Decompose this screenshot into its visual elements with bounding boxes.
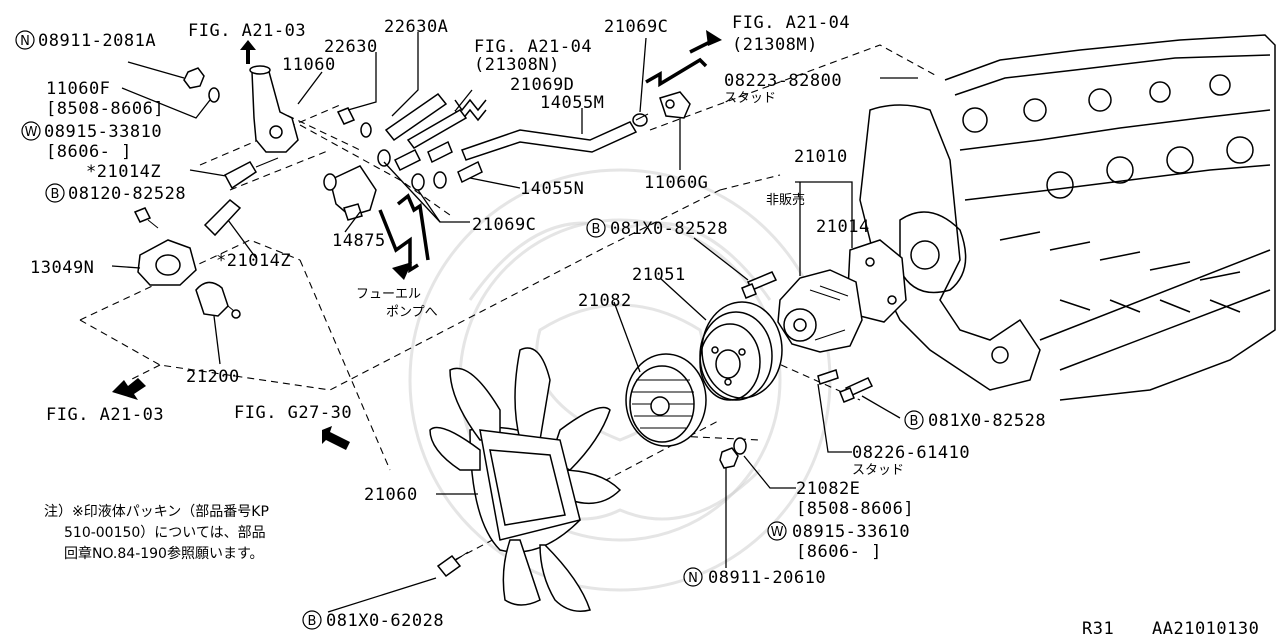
- label-13049n: 13049N: [30, 258, 94, 278]
- engine-block: [859, 34, 1276, 401]
- note-line-1: 注）※印液体パッキン（部品番号KP: [44, 504, 269, 520]
- label-21200: 21200: [186, 367, 240, 387]
- label-22630a: 22630A: [384, 17, 448, 37]
- label-08226-61410: 08226-61410: [852, 443, 970, 463]
- label-08223-82800: 08223-82800: [724, 71, 842, 91]
- footer-code: AA21010130: [1152, 619, 1259, 638]
- label-21014z-1: *21014Z: [86, 162, 161, 182]
- prefix-w2: W: [771, 525, 784, 540]
- label-11060: 11060: [282, 55, 336, 75]
- label-21082e: 21082E: [796, 479, 860, 499]
- label-21014: 21014: [816, 217, 870, 237]
- label-08120-82528: 08120-82528: [68, 184, 186, 204]
- label-08915-33810: 08915-33810: [44, 122, 162, 142]
- footer: R31 AA21010130: [1082, 619, 1259, 638]
- prefix-b2: B: [592, 222, 601, 237]
- label-21069c-top: 21069C: [604, 17, 668, 37]
- label-stud-1: スタッド: [724, 91, 776, 106]
- label-21014z-2: *21014Z: [216, 251, 291, 271]
- prefix-circles: N W B B B W N B: [15, 30, 924, 630]
- label-fig-a21-04-mid[interactable]: FIG. A21-04: [474, 37, 592, 57]
- label-fig-a21-03-top[interactable]: FIG. A21-03: [188, 21, 306, 41]
- label-14055n: 14055N: [520, 179, 584, 199]
- prefix-w1: W: [25, 125, 38, 140]
- label-14055m: 14055M: [540, 93, 604, 113]
- label-fig-a21-04-top-sub: (21308M): [732, 35, 818, 55]
- label-21060: 21060: [364, 485, 418, 505]
- note-line-3: 回章NO.84-190参照願います。: [64, 545, 264, 562]
- water-pump-assembly: [625, 239, 907, 469]
- flow-arrows: [112, 30, 722, 450]
- part-labels: 08911-2081A FIG. A21-03 22630A 22630 110…: [30, 13, 1046, 631]
- label-08911-2081a: 08911-2081A: [38, 31, 156, 51]
- prefix-n2: N: [688, 571, 698, 586]
- label-22630: 22630: [324, 37, 378, 57]
- prefix-b3: B: [910, 414, 919, 429]
- label-21051: 21051: [632, 265, 686, 285]
- thermostat-housing-group: [133, 65, 299, 319]
- label-14875: 14875: [332, 231, 386, 251]
- label-21069c-mid: 21069C: [472, 215, 536, 235]
- label-fig-g27-30[interactable]: FIG. G27-30: [234, 403, 352, 423]
- footer-model: R31: [1082, 619, 1114, 638]
- label-081x0-82528-a: 081X0-82528: [610, 219, 728, 239]
- note-block: 注）※印液体パッキン（部品番号KP 510-00150）については、部品 回章N…: [44, 504, 269, 562]
- label-08911-20610: 08911-20610: [708, 568, 826, 588]
- label-081x0-82528-b: 081X0-82528: [928, 411, 1046, 431]
- prefix-b1: B: [51, 187, 60, 202]
- cooling-fan: [429, 347, 622, 612]
- label-08915-33610-date: [8606- ]: [796, 542, 882, 562]
- hose-group: [323, 91, 691, 221]
- label-11060g: 11060G: [644, 173, 708, 193]
- label-fuel-pump-1: フューエル: [356, 287, 421, 302]
- label-11060f-date: [8508-8606]: [46, 99, 164, 119]
- label-fig-a21-04-top[interactable]: FIG. A21-04: [732, 13, 850, 33]
- label-fuel-pump-2: ポンプへ: [386, 305, 438, 320]
- label-not-for-sale: 非販売: [766, 192, 805, 208]
- label-fig-a21-04-mid-sub: (21308N): [474, 55, 560, 75]
- note-line-2: 510-00150）については、部品: [64, 525, 266, 541]
- label-21082e-date: [8508-8606]: [796, 499, 914, 519]
- prefix-b4: B: [308, 614, 317, 629]
- label-21069d: 21069D: [510, 75, 574, 95]
- label-081x0-62028: 081X0-62028: [326, 611, 444, 631]
- prefix-n1: N: [20, 34, 30, 49]
- label-08915-33610: 08915-33610: [792, 522, 910, 542]
- label-21010: 21010: [794, 147, 848, 167]
- leader-lines: [111, 32, 918, 613]
- label-08915-33810-date: [8606- ]: [46, 142, 132, 162]
- label-21082: 21082: [578, 291, 632, 311]
- label-stud-2: スタッド: [852, 463, 904, 478]
- label-11060f: 11060F: [46, 79, 110, 99]
- label-fig-a21-03-bottom[interactable]: FIG. A21-03: [46, 405, 164, 425]
